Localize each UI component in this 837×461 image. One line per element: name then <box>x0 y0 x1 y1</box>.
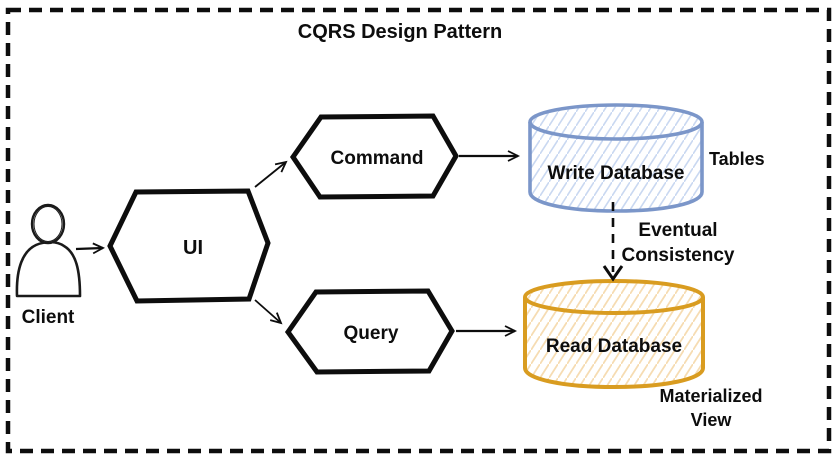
read-database-node <box>523 279 705 390</box>
person-head-sketch <box>33 206 63 242</box>
ui-label: UI <box>183 237 203 259</box>
write-database-body <box>528 122 704 213</box>
arrow-ui-to-command <box>254 160 288 188</box>
materialized-view-label-line1: Materialized <box>659 386 762 406</box>
diagram-border <box>5 7 832 454</box>
tables-label: Tables <box>709 149 765 169</box>
command-label: Command <box>331 148 424 169</box>
read-database-label: Read Database <box>546 336 682 357</box>
arrow-client-to-ui <box>75 242 106 255</box>
eventual-consistency-label-line2: Consistency <box>622 245 735 266</box>
ui-node <box>107 188 271 304</box>
query-node <box>284 288 455 375</box>
query-label: Query <box>344 323 399 344</box>
diagram-title: CQRS Design Pattern <box>298 21 502 43</box>
write-database-label: Write Database <box>548 163 685 184</box>
read-database-top <box>523 279 705 315</box>
person-icon <box>15 203 82 298</box>
command-node <box>289 113 459 200</box>
person-head <box>30 203 66 245</box>
client-label: Client <box>22 307 75 328</box>
materialized-view-label-line2: View <box>691 410 733 430</box>
person-body <box>15 240 82 298</box>
arrow-ui-to-query <box>254 299 283 325</box>
write-database-node <box>528 103 704 213</box>
write-database-top <box>528 103 704 141</box>
eventual-consistency-arrowhead <box>602 265 624 282</box>
read-database-body <box>523 297 705 390</box>
eventual-consistency-label-line1: Eventual <box>638 220 717 241</box>
